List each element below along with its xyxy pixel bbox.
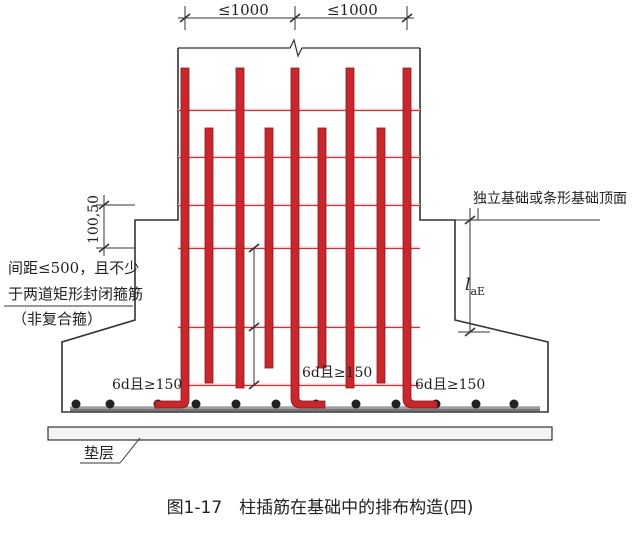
dim-left-label: ≤1000: [218, 1, 269, 19]
dim-right-label: ≤1000: [327, 1, 378, 19]
figure-caption: 图1-17 柱插筋在基础中的排布构造(四): [166, 498, 474, 518]
small-dimension: [96, 195, 135, 256]
top-surface-label: 独立基础或条形基础顶面: [473, 190, 627, 207]
spacing-note-line1: 间距≤500，且不少: [8, 259, 139, 277]
rebar-long-2: [235, 67, 245, 389]
rebar-short-3: [317, 127, 327, 369]
inner-spacing-dimension: [248, 243, 260, 390]
bottom-rebar-dot: [509, 399, 519, 409]
bottom-rebar-dot: [471, 399, 481, 409]
dim-small-label: 100,50: [86, 195, 102, 244]
foundation-outline: [61, 48, 549, 413]
cushion-layer: [47, 426, 553, 441]
bottom-rebar-dot: [191, 399, 201, 409]
rebar-short-2: [264, 127, 274, 369]
top-dimension: [178, 6, 414, 30]
anchorage-dimension: [420, 208, 600, 337]
bottom-rebar-dot: [271, 399, 281, 409]
bottom-rebar-dot: [231, 399, 241, 409]
bottom-rebar-dot: [351, 399, 361, 409]
rebar-short-1: [204, 127, 214, 384]
bottom-rebar-dot: [71, 399, 81, 409]
cushion-leader-diag: [119, 437, 141, 464]
column-rebars: [154, 67, 438, 409]
rebar-long-4: [345, 67, 355, 389]
hook-mid-label: 6d且≥150: [302, 365, 372, 381]
rebar-short-4: [376, 127, 386, 384]
cushion-label: 垫层: [84, 444, 114, 462]
hook-left-label: 6d且≥150: [112, 377, 182, 393]
anchorage-label: laE: [465, 275, 485, 298]
rebar-long-5: [402, 67, 438, 409]
hook-right-label: 6d且≥150: [415, 377, 485, 393]
break-line: [178, 38, 420, 58]
rebar-long-3: [290, 67, 326, 409]
rebar-long-1: [154, 67, 190, 409]
bottom-rebar-dot: [105, 399, 115, 409]
bottom-rebar-dot: [391, 399, 401, 409]
spacing-note-line3: （非复合箍）: [12, 310, 102, 328]
spacing-note-line2: 于两道矩形封闭箍筋: [8, 285, 143, 303]
